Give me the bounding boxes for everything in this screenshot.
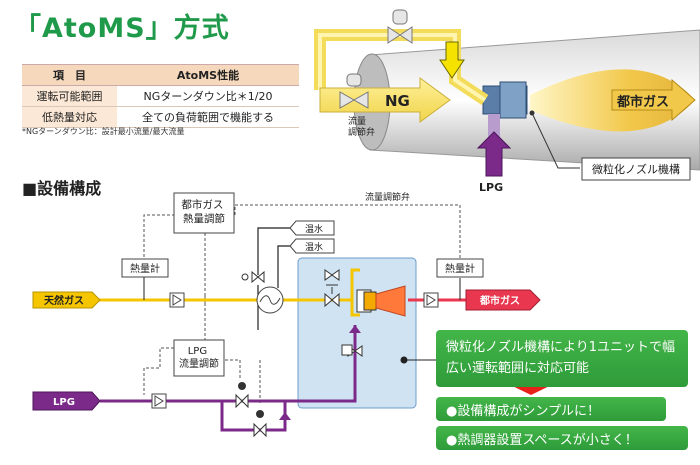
valve-icon	[324, 284, 340, 308]
spec-row-value: 全ての負荷範囲で機能する	[117, 106, 299, 128]
hot-water-out-label: 温水	[305, 241, 323, 253]
table-row: 低熱量対応 全ての負荷範囲で機能する	[22, 106, 299, 128]
calorimeter-right-label: 熱量計	[445, 262, 475, 275]
calorimeter-right-box	[436, 258, 484, 278]
nozzle-label-box	[581, 157, 691, 181]
city-gas-arrow	[611, 78, 696, 122]
lpg-control-label-line2: 流量調節	[179, 357, 219, 370]
table-row: 運転可能範囲 NGターンダウン比＊1/20	[22, 85, 299, 107]
lpg-tag	[32, 391, 101, 411]
valve-icon	[324, 269, 340, 281]
main-callout: 微粒化ノズル機構により1ユニットで幅広い運転範囲に対応可能	[436, 330, 688, 387]
calorimeter-left-label: 熱量計	[130, 262, 160, 275]
heat-control-label-line2: 熱量調節	[183, 212, 225, 225]
valve-icon	[235, 382, 249, 409]
spec-table: 項 目 AtoMS性能 運転可能範囲 NGターンダウン比＊1/20 低熱量対応 …	[22, 64, 299, 128]
nozzle-label: 微粒化ノズル機構	[592, 162, 680, 176]
callout-connector-dot	[400, 356, 408, 364]
benefit-text-1: ●設備構成がシンプルに！	[446, 404, 600, 419]
system-diagram: 都市ガス 熱量調節 流量調節弁 温水 温水 熱量計 熱量計 天然ガス 都市ガス …	[32, 191, 566, 438]
valve-actuator-icon	[392, 9, 408, 25]
heat-control-label: 都市ガス 熱量調節	[181, 198, 226, 225]
ng-arrow	[319, 77, 451, 123]
city-gas-label: 都市ガス	[616, 94, 669, 110]
valve-icon	[341, 344, 363, 357]
check-valve-icon	[169, 292, 185, 308]
spec-table-header: 項 目 AtoMS性能	[22, 64, 299, 86]
lpg-flow-arrow-icon	[279, 412, 291, 420]
page-title: 「AtoMS」方式	[14, 13, 230, 44]
nozzle-block-icon	[363, 291, 377, 311]
spec-header-item: 項 目	[22, 64, 117, 86]
nozzle-callout-line	[531, 112, 580, 169]
lpg-tag-label: LPG	[53, 397, 75, 408]
flow-valve-caption: 流量調節弁	[365, 191, 410, 203]
lpg-label: LPG	[479, 181, 503, 194]
lpg-line	[100, 325, 357, 403]
heat-control-box	[173, 192, 235, 234]
callout-dot	[529, 110, 535, 116]
flow-valve-label-line1: 流量	[348, 115, 366, 127]
heat-control-label-line1: 都市ガス	[181, 198, 223, 211]
ng-label: NG	[385, 92, 410, 110]
main-callout-text: 微粒化ノズル機構により1ユニットで幅広い運転範囲に対応可能	[446, 340, 676, 376]
valve-icon	[339, 91, 369, 109]
natural-gas-tag-label: 天然ガス	[44, 294, 84, 307]
valve-icon	[253, 410, 267, 438]
benefit-callout-2: ●熱調器設置スペースが小さく！	[436, 426, 688, 450]
hot-water-in-label: 温水	[305, 223, 323, 235]
city-gas-tag-label: 都市ガス	[479, 294, 520, 307]
spec-row-label: 低熱量対応	[22, 106, 117, 128]
flow-valve-label-line2: 調節弁	[348, 126, 375, 138]
flame-cone-icon	[375, 285, 406, 317]
spec-row-value: NGターンダウン比＊1/20	[117, 85, 299, 107]
hot-water-out-tag	[289, 238, 335, 254]
flow-valve-label: 流量 調節弁	[348, 115, 375, 138]
city-gas-tag	[465, 289, 541, 311]
heat-exchanger-coil	[259, 295, 281, 305]
spec-row-label: 運転可能範囲	[22, 85, 117, 107]
check-valve-icon	[151, 393, 167, 409]
nozzle-head	[499, 81, 527, 119]
calorimeter-left-box	[121, 258, 169, 278]
benefit-callout-1: ●設備構成がシンプルに！	[436, 397, 666, 421]
valve-icon	[241, 270, 265, 284]
lpg-control-label: LPG 流量調節	[179, 346, 219, 370]
benefit-text-2: ●熱調器設置スペースが小さく！	[446, 433, 638, 448]
valve-icon	[387, 26, 413, 44]
natural-gas-tag	[32, 291, 101, 309]
up-arrow-icon	[476, 131, 512, 177]
lpg-flow-arrow-icon	[349, 325, 361, 333]
hot-water-lines	[257, 227, 292, 330]
ng-pipe-highlight	[318, 33, 487, 102]
section-title: ■設備構成	[22, 179, 102, 198]
down-arrow-icon	[439, 41, 465, 79]
burner-illustration: 微粒化ノズル機構 NG 都市ガス LPG 流量 調節弁	[314, 9, 700, 194]
check-valve-icon	[423, 292, 439, 308]
lpg-control-label-line1: LPG	[188, 346, 207, 357]
spec-header-performance: AtoMS性能	[117, 64, 299, 86]
gas-line-branch	[350, 300, 360, 317]
hot-water-in-tag	[289, 220, 335, 236]
footnote: *NGターンダウン比：設計最小流量/最大流量	[22, 127, 185, 136]
lpg-control-box	[173, 339, 225, 377]
valve-actuator-icon	[346, 73, 362, 87]
